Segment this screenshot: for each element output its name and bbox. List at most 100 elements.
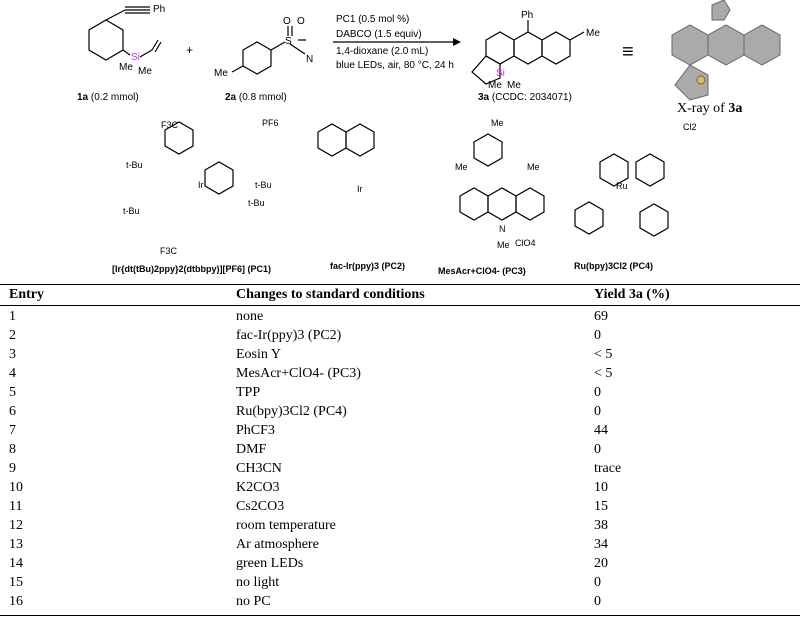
pc1-tbu-3: t-Bu (123, 206, 140, 216)
condition-light: blue LEDs, air, 80 °C, 24 h (336, 60, 454, 71)
yield-cell: 0 (594, 328, 601, 343)
reactant2-s: S (285, 36, 292, 47)
reactant1-si: Si (131, 52, 140, 63)
yield-cell: 38 (594, 518, 608, 533)
change-cell: K2CO3 (236, 480, 280, 495)
change-cell: room temperature (236, 518, 336, 533)
change-cell: Ru(bpy)3Cl2 (PC4) (236, 404, 347, 419)
entry-cell: 16 (9, 594, 23, 609)
entry-cell: 3 (9, 347, 16, 362)
entry-cell: 5 (9, 385, 16, 400)
change-cell: green LEDs (236, 556, 304, 571)
pc1-cf3-top: F3C (161, 120, 179, 130)
yield-cell: 0 (594, 404, 601, 419)
change-cell: no PC (236, 594, 271, 609)
change-cell: MesAcr+ClO4- (PC3) (236, 366, 361, 381)
change-cell: CH3CN (236, 461, 282, 476)
change-cell: none (236, 309, 264, 324)
reactant2-n3: N (306, 54, 313, 65)
table-row: 11 Cs2CO3 15 (0, 498, 800, 516)
reactant2-me: Me (214, 68, 228, 79)
header-yield: Yield 3a (%) (594, 287, 670, 302)
plus-sign: + (186, 43, 193, 57)
pc3-me-n: Me (497, 240, 510, 250)
table-row: 16 no PC 0 (0, 593, 800, 611)
reactant2-o2: O (297, 16, 305, 27)
yield-cell: < 5 (594, 366, 613, 381)
change-cell: no light (236, 575, 280, 590)
product-label: 3a (CCDC: 2034071) (478, 92, 572, 103)
header-entry: Entry (9, 287, 44, 302)
table-row: 10 K2CO3 10 (0, 479, 800, 497)
entry-cell: 1 (9, 309, 16, 324)
entry-cell: 13 (9, 537, 23, 552)
table-row: 13 Ar atmosphere 34 (0, 536, 800, 554)
equiv-sign: ≡ (622, 41, 634, 63)
condition-catalyst: PC1 (0.5 mol %) (336, 14, 409, 25)
yield-cell: 15 (594, 499, 608, 514)
change-cell: fac-Ir(ppy)3 (PC2) (236, 328, 342, 343)
product-me2: Me (507, 80, 521, 91)
entry-cell: 8 (9, 442, 16, 457)
table-row: 12 room temperature 38 (0, 517, 800, 535)
table-bottom-rule (0, 615, 800, 616)
pc3-me-3: Me (527, 162, 540, 172)
change-cell: TPP (236, 385, 261, 400)
pc1-tbu-2: t-Bu (255, 180, 272, 190)
xray-caption: X-ray of 3a (677, 101, 742, 116)
reactant2-label: 2a (0.8 mmol) (225, 92, 287, 103)
pc1-cf3-bottom: F3C (160, 246, 178, 256)
pc4-cl2: Cl2 (683, 122, 697, 132)
yield-cell: 0 (594, 385, 601, 400)
pc1-tbu-1: t-Bu (126, 160, 143, 170)
pc3-me-2: Me (455, 162, 468, 172)
product-si: Si (496, 68, 505, 79)
table-header-row: Entry Changes to standard conditions Yie… (0, 286, 800, 304)
table-row: 5 TPP 0 (0, 384, 800, 402)
pc1-tbu-4: t-Bu (248, 198, 265, 208)
pc3-n: N (499, 224, 506, 234)
change-cell: Cs2CO3 (236, 499, 285, 514)
yield-cell: 0 (594, 575, 601, 590)
catalyst-label-pc4: Ru(bpy)3Cl2 (PC4) (574, 261, 653, 271)
pc3-me-1: Me (491, 118, 504, 128)
change-cell: PhCF3 (236, 423, 275, 438)
pc4-ru: Ru (616, 181, 628, 191)
entry-cell: 11 (9, 499, 23, 514)
reactant1-ph: Ph (153, 4, 165, 15)
product-ph: Ph (521, 10, 533, 21)
yield-cell: 20 (594, 556, 608, 571)
reactant1-me2: Me (138, 66, 152, 77)
pc1-ir: Ir (198, 180, 204, 190)
entry-cell: 12 (9, 518, 23, 533)
yield-cell: 0 (594, 594, 601, 609)
reactant1-me1: Me (119, 62, 133, 73)
condition-base: DABCO (1.5 equiv) (336, 29, 422, 40)
table-row: 15 no light 0 (0, 574, 800, 592)
header-changes: Changes to standard conditions (236, 287, 425, 302)
yield-cell: trace (594, 461, 622, 476)
catalyst-label-pc1: [Ir{dt(tBu)2ppy}2(dtbbpy)][PF6] (PC1) (112, 264, 271, 274)
yield-cell: 10 (594, 480, 608, 495)
pc2-ir: Ir (357, 184, 363, 194)
entry-cell: 7 (9, 423, 16, 438)
yield-cell: 44 (594, 423, 608, 438)
reaction-scheme: Ph Me Si Me + S O O N Me Ph Me Si Me Me … (77, 0, 781, 276)
yield-cell: 34 (594, 537, 608, 552)
entry-cell: 10 (9, 480, 23, 495)
change-cell: Eosin Y (236, 347, 281, 362)
reactant2-o1: O (283, 16, 291, 27)
change-cell: DMF (236, 442, 267, 457)
table-top-rule (0, 284, 800, 285)
change-cell: Ar atmosphere (236, 537, 319, 552)
catalyst-label-pc3: MesAcr+ClO4- (PC3) (438, 266, 526, 276)
entry-cell: 15 (9, 575, 23, 590)
reactant1-label: 1a (0.2 mmol) (77, 92, 139, 103)
